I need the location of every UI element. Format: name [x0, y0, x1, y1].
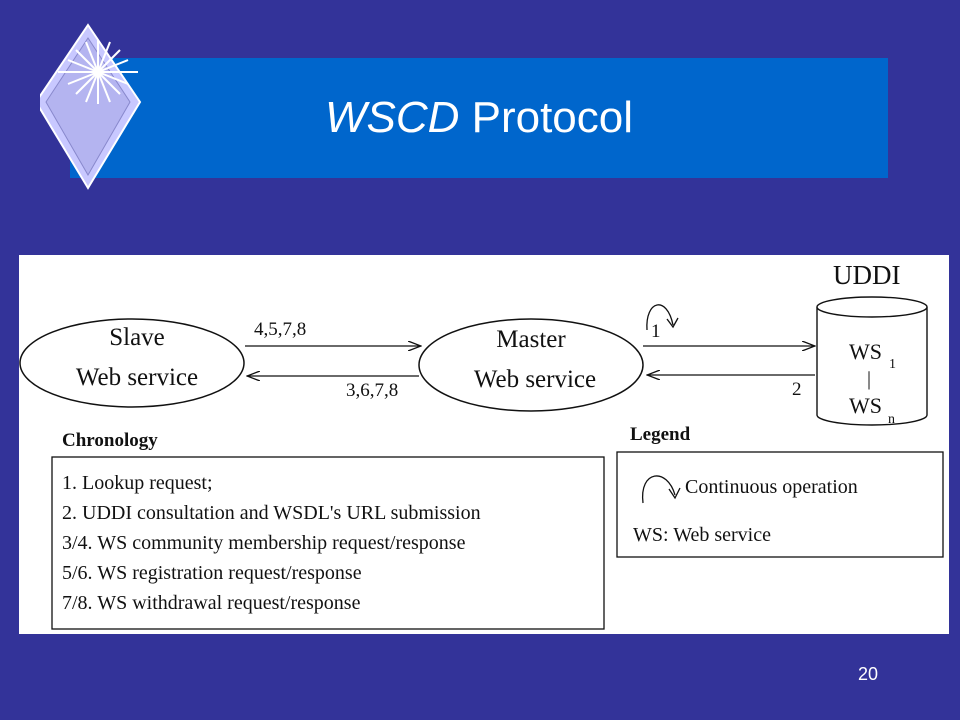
chronology-item: 3/4. WS community membership request/res…	[62, 532, 466, 554]
slide-title: WSCD Protocol	[70, 58, 888, 178]
continuous-operation-icon	[642, 475, 676, 504]
title-band	[70, 58, 888, 178]
uddi-wsn-subscript: n	[888, 412, 895, 427]
uddi-ws1-subscript: 1	[889, 357, 896, 372]
legend-ws-definition: WS: Web service	[633, 524, 771, 546]
uddi-wsn-label: WS	[849, 393, 882, 418]
uddi-separator: |	[867, 368, 871, 390]
legend-box	[616, 451, 944, 558]
chronology-item: 1. Lookup request;	[62, 472, 213, 494]
diamond-star-logo	[40, 23, 142, 190]
legend-continuous-operation: Continuous operation	[685, 476, 858, 498]
continuous-operation-loop	[646, 304, 674, 331]
arrow-label-uddi-to-master: 2	[792, 379, 802, 400]
chronology-heading: Chronology	[62, 430, 158, 451]
arrow-label-slave-to-master: 4,5,7,8	[254, 319, 306, 340]
protocol-diagram: Slave Web service Master Web service 4,5…	[19, 255, 949, 634]
slave-label-line1: Slave	[109, 324, 165, 351]
slide-number: 20	[857, 664, 878, 684]
master-web-service-node	[418, 318, 644, 412]
protocol-diagram-svg: Slave Web service Master Web service 4,5…	[19, 260, 944, 630]
arrow-label-master-to-slave: 3,6,7,8	[346, 380, 398, 401]
uddi-registry-cylinder	[816, 296, 928, 426]
slide-title-rest: Protocol	[459, 93, 634, 142]
master-label-line2: Web service	[474, 366, 596, 393]
slave-label-line2: Web service	[76, 364, 198, 391]
chronology-item: 7/8. WS withdrawal request/response	[62, 592, 361, 614]
chronology-box	[51, 456, 605, 630]
uddi-label: UDDI	[833, 260, 901, 290]
slave-web-service-node	[19, 318, 245, 408]
chronology-item: 2. UDDI consultation and WSDL's URL subm…	[62, 502, 481, 524]
arrow-label-master-to-uddi: 1	[651, 321, 661, 342]
slide-title-italic: WSCD	[324, 93, 460, 142]
master-label-line1: Master	[496, 326, 566, 353]
legend-heading: Legend	[630, 424, 691, 445]
chronology-item: 5/6. WS registration request/response	[62, 562, 362, 584]
uddi-ws1-label: WS	[849, 339, 882, 364]
